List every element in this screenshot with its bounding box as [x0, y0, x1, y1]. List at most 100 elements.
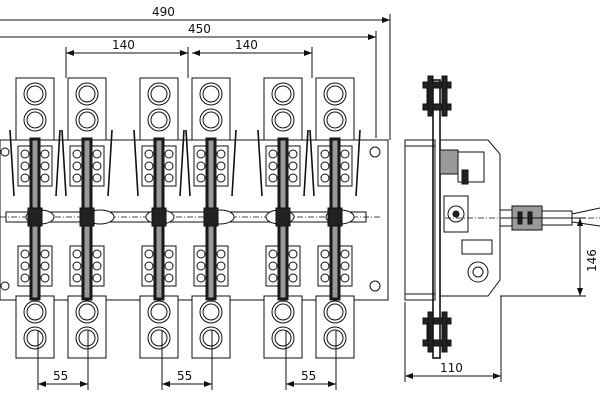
contact-rivet: [72, 161, 82, 171]
contact-rivet: [340, 161, 350, 171]
contact-rivet: [268, 149, 278, 159]
blade-arm: [185, 129, 191, 197]
contact-rivet: [268, 161, 278, 171]
contact-rivet: [144, 161, 154, 171]
contact-rivet: [72, 249, 82, 259]
terminal-bolt-outer: [199, 326, 223, 350]
contact-rivet: [20, 249, 30, 259]
contact-rivet: [164, 149, 174, 159]
contact-rivet: [20, 273, 30, 283]
terminal-bolt-outer: [23, 300, 47, 324]
contact-rivet: [288, 261, 298, 271]
terminal-bolt-inner: [202, 329, 220, 347]
contact-rivet: [340, 249, 350, 259]
terminal-bolt-outer: [271, 300, 295, 324]
terminal-bolt-outer: [323, 108, 347, 132]
dimension-side-depth-label: 110: [440, 361, 463, 375]
contact-rivet: [340, 149, 350, 159]
contact-rivet: [196, 149, 206, 159]
terminal-bolt-outer: [23, 82, 47, 106]
dimension-side-height: 146: [500, 217, 599, 297]
shaft-coupling: [327, 207, 343, 227]
shaft-coupling: [79, 207, 95, 227]
contact-rivet: [144, 149, 154, 159]
terminal-bolt-outer: [271, 326, 295, 350]
terminal-bolt-outer: [147, 108, 171, 132]
terminal-bolt-inner: [274, 85, 292, 103]
blade-arm: [9, 129, 15, 197]
terminal-bolt-inner: [78, 329, 96, 347]
shaft-coupling: [151, 207, 167, 227]
blade-arm: [257, 129, 263, 197]
contact-rivet: [320, 261, 330, 271]
terminal-bolt-inner: [150, 111, 168, 129]
blade-arm: [55, 129, 61, 197]
dimension-side-height-label: 146: [585, 249, 599, 272]
contact-rivet: [288, 149, 298, 159]
contact-rivet: [216, 261, 226, 271]
contact-rivet: [72, 173, 82, 183]
terminal-bolt-inner: [78, 303, 96, 321]
terminal-bolt-inner: [150, 303, 168, 321]
blade-arm: [107, 129, 113, 197]
shaft-coupling: [275, 207, 291, 227]
bottom-terminal: [67, 295, 107, 359]
contact-rivet: [216, 149, 226, 159]
terminal-bolt-inner: [26, 85, 44, 103]
side-view: [404, 75, 600, 359]
terminal-bolt-outer: [23, 326, 47, 350]
dimension-contact-2: 55: [161, 330, 213, 390]
terminal-plate: [15, 295, 55, 359]
contact-rivet: [92, 149, 102, 159]
contact-rivet: [144, 261, 154, 271]
contact-rivet: [20, 149, 30, 159]
terminal-bolt-outer: [271, 82, 295, 106]
terminal-bolt-outer: [199, 300, 223, 324]
contact-rivet: [216, 173, 226, 183]
bottom-terminal: [263, 295, 303, 359]
dimension-overall: 490: [0, 5, 391, 140]
terminal-bolt-inner: [326, 85, 344, 103]
contact-rivet: [320, 161, 330, 171]
contact-rivet: [40, 149, 50, 159]
contact-rivet: [20, 173, 30, 183]
shaft-coupling: [27, 207, 43, 227]
top-terminal: [263, 77, 303, 141]
contact-rivet: [40, 273, 50, 283]
contact-rivet: [92, 273, 102, 283]
blade-arm: [61, 129, 67, 197]
dimension-pole-spacing-left-label: 140: [112, 38, 135, 52]
dimension-side-depth: 110: [404, 296, 502, 382]
terminal-bolt-outer: [199, 108, 223, 132]
contact-rivet: [92, 261, 102, 271]
contact-rivet: [164, 273, 174, 283]
dimension-contact-1: 55: [37, 330, 89, 390]
top-terminal: [67, 77, 107, 141]
dimension-base: 450: [0, 22, 377, 138]
bottom-terminal: [315, 295, 355, 359]
contact-rivet: [288, 249, 298, 259]
dimension-contact-3: 55: [285, 330, 337, 390]
contact-rivet: [72, 261, 82, 271]
contact-rivet: [268, 249, 278, 259]
blade-arm: [303, 129, 309, 197]
terminal-bolt-inner: [78, 85, 96, 103]
contact-rivet: [20, 161, 30, 171]
contact-rivet: [20, 261, 30, 271]
terminal-bolt-inner: [150, 85, 168, 103]
terminal-bolt-outer: [147, 82, 171, 106]
contact-rivet: [40, 249, 50, 259]
terminal-bolt-outer: [199, 82, 223, 106]
terminal-bolt-outer: [147, 300, 171, 324]
contact-rivet: [268, 261, 278, 271]
terminal-bolt-inner: [202, 111, 220, 129]
shaft-coupling: [203, 207, 219, 227]
bottom-terminal: [139, 295, 179, 359]
dimension-overall-label: 490: [152, 5, 175, 19]
top-terminal: [315, 77, 355, 141]
blade-arm: [231, 129, 237, 197]
contact-rivet: [340, 273, 350, 283]
contact-rivet: [164, 249, 174, 259]
